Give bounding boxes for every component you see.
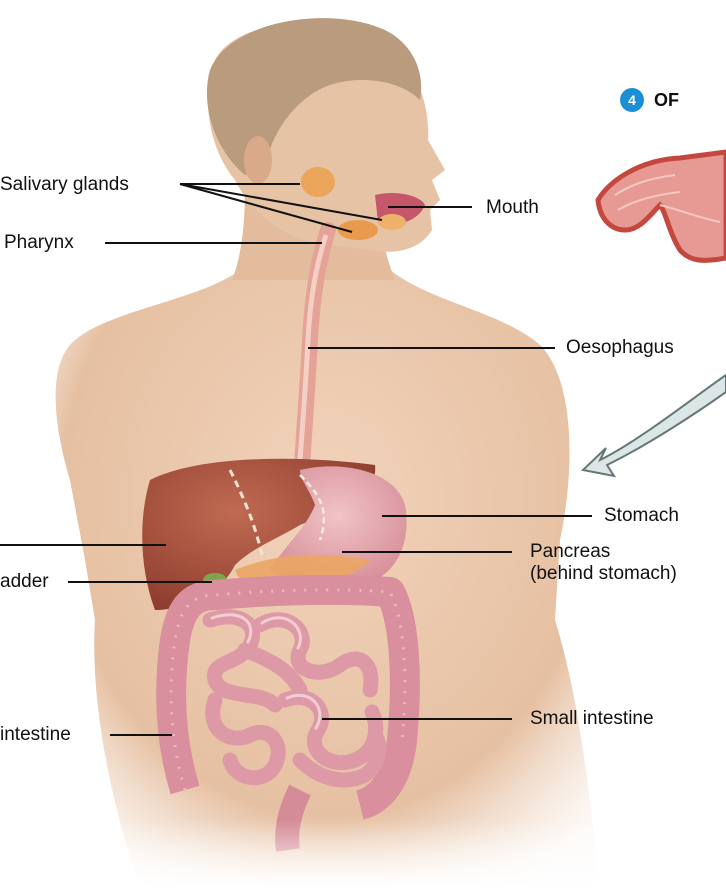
parotid-gland: [301, 167, 335, 197]
step-number-badge: 4: [620, 88, 644, 112]
label-stomach: Stomach: [604, 505, 679, 527]
label-salivary-glands: Salivary glands: [0, 174, 129, 196]
label-gallbladder: adder: [0, 571, 49, 593]
curved-arrow: [583, 375, 726, 476]
ear: [244, 136, 272, 184]
label-pharynx: Pharynx: [4, 232, 74, 254]
label-pancreas: Pancreas: [530, 541, 610, 563]
label-mouth: Mouth: [486, 197, 539, 219]
sublingual-gland: [378, 214, 406, 230]
label-small-intestine: Small intestine: [530, 708, 654, 730]
label-pancreas-note: (behind stomach): [530, 563, 677, 585]
label-large-intestine: intestine: [0, 724, 71, 746]
step-title: OF: [654, 88, 679, 112]
label-oesophagus: Oesophagus: [566, 337, 674, 359]
